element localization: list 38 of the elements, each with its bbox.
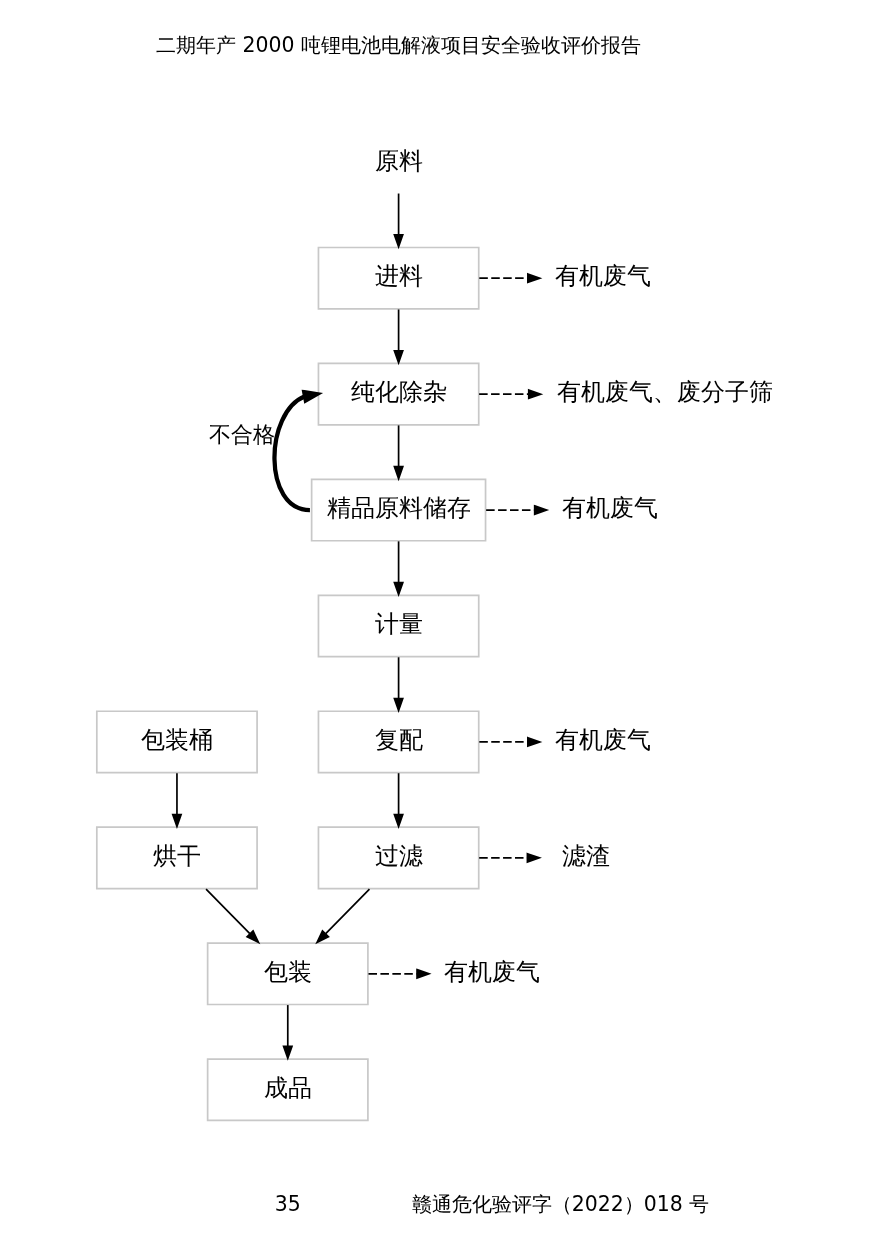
arrow <box>393 772 404 829</box>
arrow <box>272 389 324 513</box>
arrow <box>393 540 404 598</box>
node-box: 精品原料储存 <box>310 478 487 542</box>
node-box: 包装桶 <box>95 710 258 774</box>
label: 35 <box>274 1191 301 1216</box>
node-box: 过滤 <box>317 826 480 890</box>
label: 二期年产 2000 吨锂电池电解液项目安全验收评价报告 <box>156 32 642 57</box>
arrow <box>478 852 542 864</box>
node-text: 滤渣 <box>562 842 611 871</box>
node-box: 进料 <box>317 246 480 310</box>
arrow <box>315 888 371 945</box>
arrow <box>367 968 432 980</box>
node-box: 烘干 <box>95 826 258 890</box>
arrow <box>393 308 404 366</box>
node-text: 有机废气 <box>444 958 541 987</box>
arrow <box>485 504 550 516</box>
node-text: 有机废气 <box>555 262 652 291</box>
node-text: 有机废气 <box>555 726 652 755</box>
arrow <box>478 388 544 400</box>
arrow <box>282 1004 294 1061</box>
node-box: 计量 <box>317 594 480 658</box>
arrow <box>171 772 183 829</box>
arrow <box>205 888 261 945</box>
arrow <box>478 272 543 284</box>
arrow <box>393 192 404 250</box>
node-box: 纯化除杂 <box>317 362 480 426</box>
node-text: 原料 <box>374 146 423 175</box>
node-text: 有机废气 <box>562 494 659 523</box>
arrow <box>478 736 543 748</box>
arrow <box>393 424 404 482</box>
node-box: 包装 <box>206 942 369 1006</box>
node-box: 成品 <box>206 1058 369 1122</box>
node-box: 复配 <box>317 710 480 774</box>
arrow <box>393 656 404 714</box>
label: 赣通危化验评字（2022）018 号 <box>411 1191 710 1216</box>
node-text: 有机废气、废分子筛 <box>556 378 773 407</box>
edge-label: 不合格 <box>208 420 275 447</box>
